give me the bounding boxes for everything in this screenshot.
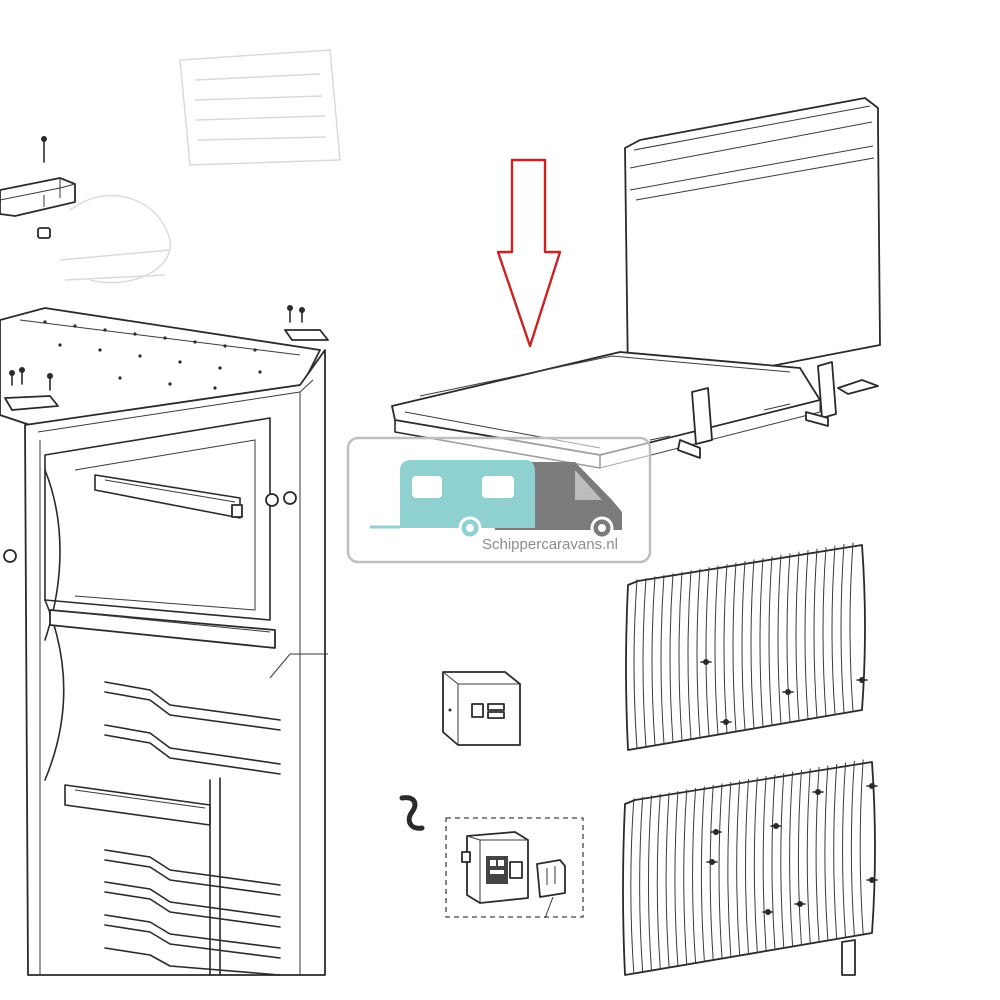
grille-rib <box>700 786 705 962</box>
grille-rib <box>714 565 719 735</box>
grille-rib <box>822 547 827 717</box>
grille-rib <box>687 570 692 740</box>
grille-rib <box>824 765 829 941</box>
grille-rib <box>692 787 697 964</box>
grille-rib <box>780 772 785 949</box>
grille-rib <box>831 545 836 715</box>
grille-rib <box>678 571 683 741</box>
grille-rib <box>656 793 661 970</box>
background-ghost-lines <box>59 49 341 284</box>
grille-rib <box>797 769 802 946</box>
shelf-tray <box>391 351 879 469</box>
grille-rib <box>768 556 773 726</box>
lower-vent-grille <box>622 759 878 976</box>
grille-rib <box>639 796 644 973</box>
cable-part <box>399 795 425 831</box>
caravan-icon <box>370 460 535 540</box>
grille-rib <box>771 774 776 950</box>
grille-rib <box>777 554 782 724</box>
grille-rib <box>840 544 845 714</box>
grille-rib <box>696 568 701 738</box>
grille-rib <box>732 562 737 732</box>
grille-rib <box>750 559 755 729</box>
grille-rib <box>674 790 679 967</box>
refrigerator-cabinet <box>0 305 329 976</box>
grille-rib <box>745 778 749 955</box>
grille-rib <box>804 550 809 720</box>
grille-rib <box>647 795 652 971</box>
hinged-back-panel <box>624 97 881 393</box>
fridge-shelves <box>64 681 281 976</box>
grille-rib <box>709 784 714 961</box>
grille-rib <box>850 760 855 937</box>
control-panel-cover <box>442 671 521 746</box>
grille-rib <box>833 763 838 940</box>
grille-rib <box>723 564 728 734</box>
grille-rib <box>759 557 764 727</box>
grille-rib <box>842 762 847 938</box>
grille-rib <box>736 780 741 956</box>
grille-rib <box>849 542 854 712</box>
trim-strip <box>841 939 856 976</box>
grille-rib <box>859 759 864 935</box>
grille-rib <box>815 766 820 943</box>
grille-rib <box>813 548 818 718</box>
grille-rib <box>753 777 758 953</box>
down-arrow-icon <box>496 158 562 348</box>
upper-vent-grille <box>625 542 868 751</box>
grille-rib <box>741 560 746 731</box>
grille-rib <box>642 577 647 747</box>
watermark-text: Schippercaravans.nl <box>482 536 618 553</box>
grille-rib <box>665 792 670 968</box>
watermark-logo: Schippercaravans.nl <box>346 436 652 564</box>
grille-rib <box>718 783 723 959</box>
electronics-module-group <box>445 817 584 919</box>
top-screws <box>4 305 329 411</box>
grille-rib <box>683 789 688 965</box>
grille-body <box>625 544 866 751</box>
grille-rib <box>651 576 656 746</box>
grille-rib <box>786 553 791 723</box>
grille-rib <box>727 781 732 958</box>
down-arrow-shape <box>496 158 562 348</box>
grille-rib <box>789 771 794 947</box>
grille-rib <box>660 574 665 744</box>
grille-rib <box>806 768 811 944</box>
grille-rib <box>630 798 635 974</box>
grille-rib <box>762 775 767 952</box>
grille-body <box>622 761 876 976</box>
grille-rib <box>669 573 674 743</box>
grille-rib <box>705 567 710 737</box>
grille-rib <box>633 579 638 749</box>
grille-rib <box>795 551 800 721</box>
top-hinge-parts <box>0 136 76 239</box>
